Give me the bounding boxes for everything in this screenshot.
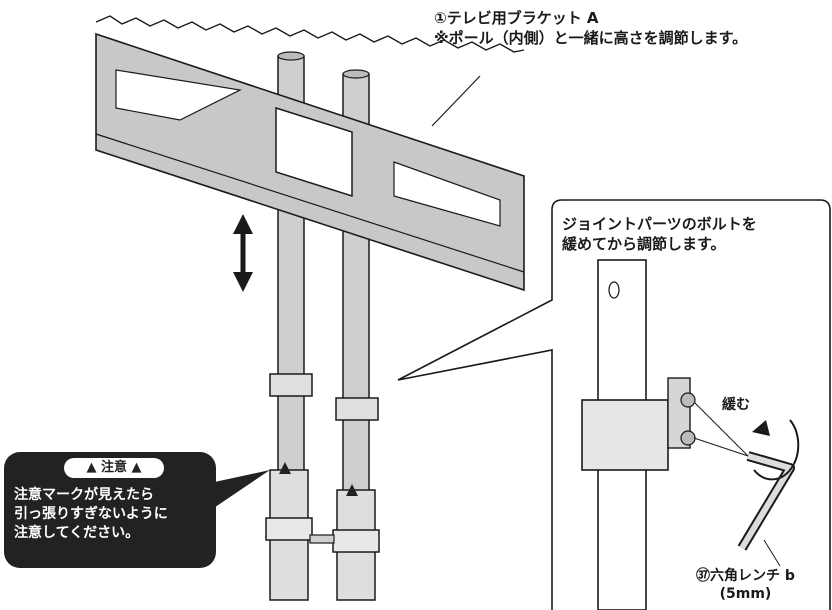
caution-line-3: 注意してください。 bbox=[14, 525, 140, 541]
loosen-label: 緩む bbox=[722, 397, 750, 413]
bolt-upper bbox=[680, 392, 696, 408]
hex-wrench bbox=[693, 401, 795, 551]
caution-line-1: 注意マークが見えたら bbox=[14, 487, 154, 503]
caution-mark-right bbox=[346, 484, 358, 496]
wrench-leader-line bbox=[763, 539, 781, 567]
callout-line-2: 緩めてから調節します。 bbox=[562, 235, 726, 253]
caution-text: 注意マークが見えたら 引っ張りすぎないように 注意してください。 bbox=[14, 486, 168, 543]
clamp-right-lower bbox=[332, 529, 380, 553]
callout-line-1: ジョイントパーツのボルトを bbox=[562, 215, 757, 233]
caution-box: ▲ 注意 ▲ 注意マークが見えたら 引っ張りすぎないように 注意してください。 bbox=[4, 452, 216, 568]
wrench-label: ㊲六角レンチ b (5mm) bbox=[696, 567, 795, 603]
height-adjust-arrow bbox=[233, 214, 253, 292]
clamp-left-lower bbox=[265, 517, 313, 541]
callout-text: ジョイントパーツのボルトを 緩めてから調節します。 bbox=[562, 214, 757, 254]
joint-left bbox=[269, 373, 313, 397]
caution-line-2: 引っ張りすぎないように bbox=[14, 506, 168, 522]
bracket-leader-line bbox=[431, 75, 481, 127]
caution-heading: ▲ 注意 ▲ bbox=[64, 458, 164, 478]
cross-bar bbox=[309, 534, 335, 544]
rotation-arrow-icon bbox=[752, 419, 800, 481]
bracket-label: ①テレビ用ブラケット A bbox=[434, 9, 599, 27]
tv-bracket bbox=[95, 15, 525, 292]
caution-heading-text: 注意 bbox=[100, 460, 127, 475]
detail-joint bbox=[581, 377, 696, 471]
wrench-name: ㊲六角レンチ b bbox=[696, 568, 795, 584]
bracket-note: ※ポール（内側）と一緒に高さを調節します。 bbox=[434, 29, 748, 47]
wrench-size: (5mm) bbox=[719, 586, 772, 602]
callout-frame bbox=[397, 199, 831, 610]
caution-mark-left bbox=[279, 462, 291, 474]
joint-right bbox=[335, 397, 379, 421]
bolt-lower bbox=[680, 430, 696, 446]
